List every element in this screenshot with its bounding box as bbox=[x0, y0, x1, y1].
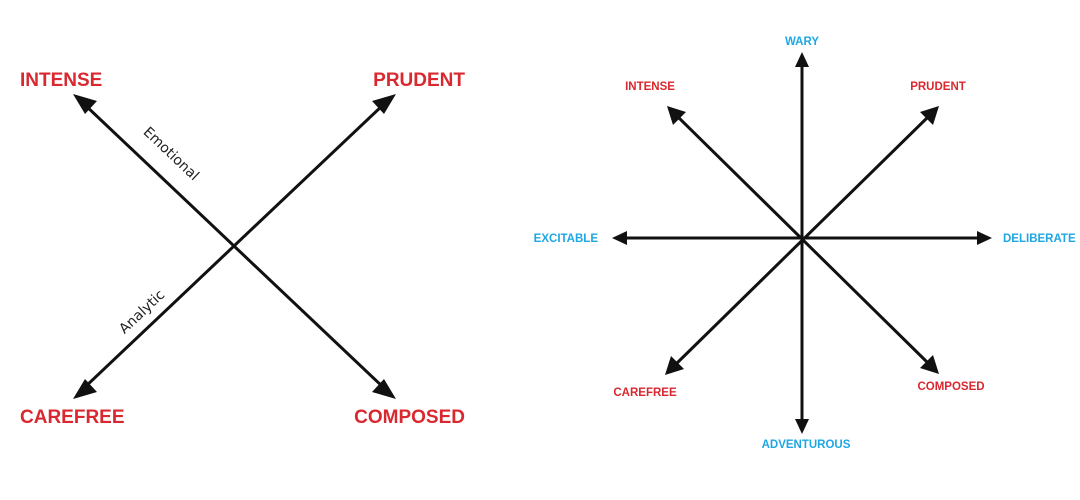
label-prudent: PRUDENT bbox=[373, 70, 465, 91]
label-wary: WARY bbox=[785, 36, 819, 48]
label-composed: COMPOSED bbox=[354, 407, 465, 428]
label-intense-right: INTENSE bbox=[625, 81, 675, 93]
label-intense: INTENSE bbox=[20, 70, 102, 91]
arrowhead-composed-right bbox=[920, 355, 939, 374]
label-deliberate: DELIBERATE bbox=[1003, 233, 1076, 245]
label-carefree: CAREFREE bbox=[20, 407, 125, 428]
label-adventurous: ADVENTUROUS bbox=[762, 439, 851, 451]
analytic-axis-line bbox=[82, 102, 386, 390]
label-composed-right: COMPOSED bbox=[917, 381, 984, 393]
arrowhead-wary bbox=[795, 52, 809, 67]
arrowhead-deliberate bbox=[977, 231, 992, 245]
right-eight-direction-diagram: WARY PRUDENT DELIBERATE COMPOSED ADVENTU… bbox=[534, 36, 1076, 451]
left-two-axis-diagram: INTENSE PRUDENT CAREFREE COMPOSED Emotio… bbox=[20, 70, 465, 428]
arrowhead-prudent bbox=[372, 94, 396, 114]
arrowhead-carefree bbox=[73, 379, 97, 399]
arrowhead-composed bbox=[372, 379, 396, 399]
label-carefree-right: CAREFREE bbox=[613, 387, 677, 399]
arrowhead-intense bbox=[73, 94, 97, 114]
label-prudent-right: PRUDENT bbox=[910, 81, 966, 93]
label-excitable: EXCITABLE bbox=[534, 233, 599, 245]
axis-note-analytic: Analytic bbox=[116, 287, 168, 337]
arrowhead-adventurous bbox=[795, 419, 809, 434]
arrowhead-carefree-right bbox=[665, 356, 684, 375]
arrowhead-excitable bbox=[612, 231, 627, 245]
arrowhead-intense-right bbox=[667, 106, 686, 125]
axis-note-emotional: Emotional bbox=[140, 124, 202, 184]
diagonal-carefree-prudent-line bbox=[673, 114, 931, 367]
arrowhead-prudent-right bbox=[920, 106, 939, 125]
